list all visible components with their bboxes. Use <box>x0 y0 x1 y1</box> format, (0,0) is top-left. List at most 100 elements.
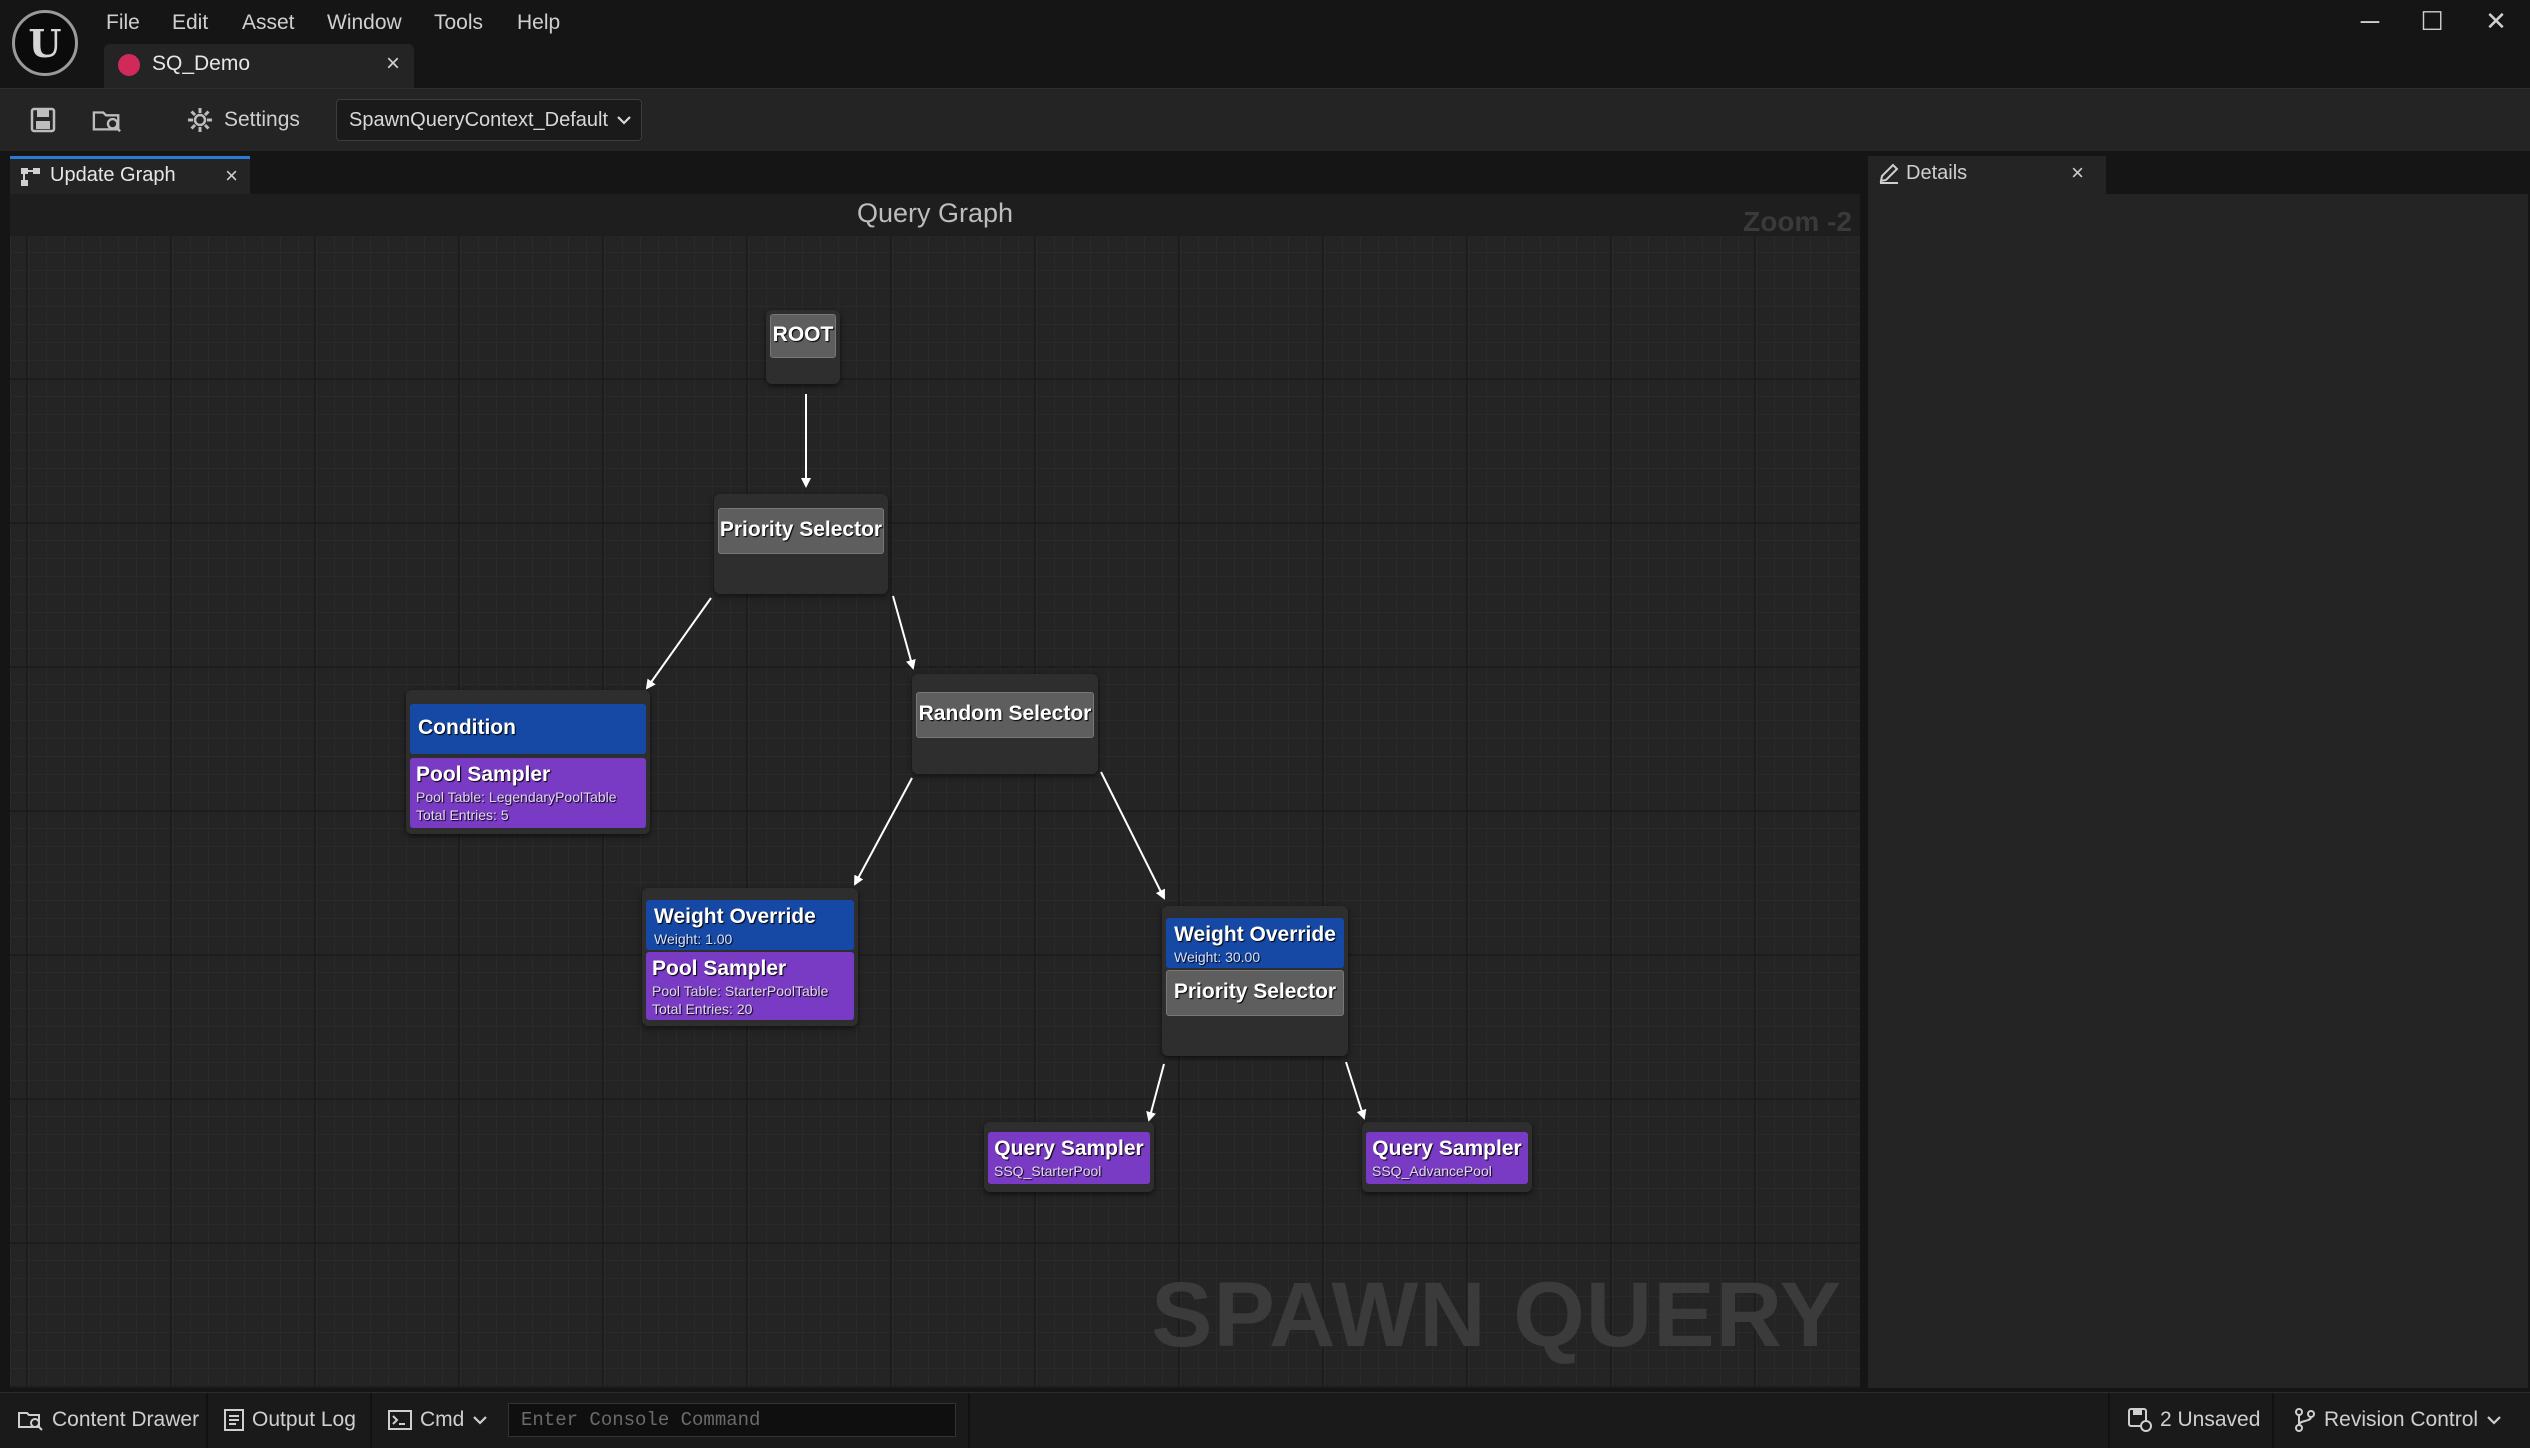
edge-random-weight1 <box>854 777 913 886</box>
divider <box>2272 1393 2274 1448</box>
content-drawer-button[interactable]: Content Drawer <box>18 1405 199 1435</box>
decorator-condition-title: Condition <box>418 716 516 739</box>
menu-tools[interactable]: Tools <box>434 11 484 34</box>
tab-details[interactable]: Details × <box>1868 156 2106 194</box>
graph-header: Query Graph Zoom -2 <box>10 194 1860 237</box>
query-sampler-advance: Query Sampler SSQ_AdvancePool <box>1366 1132 1528 1184</box>
unsaved-button[interactable]: 2 Unsaved <box>2128 1405 2260 1435</box>
decorator-weight-override-2: Weight Override Weight: 30.00 <box>1166 918 1344 968</box>
context-dropdown-value: SpawnQueryContext_Default <box>349 108 609 131</box>
zoom-level: Zoom -2 <box>1743 206 1852 237</box>
query-sampler-asset: SSQ_StarterPool <box>994 1163 1102 1179</box>
graph-icon <box>20 166 42 194</box>
graph-watermark: SPAWN QUERY <box>1151 1264 1842 1366</box>
node-priority-selector-2-title: Priority Selector <box>1166 970 1344 1016</box>
pool-table-label: Pool Table: StarterPoolTable <box>652 983 829 999</box>
divider <box>968 1393 970 1448</box>
content-drawer-label: Content Drawer <box>52 1408 200 1431</box>
edge-weight2-query1 <box>1146 1063 1165 1122</box>
pool-table-label: Pool Table: LegendaryPoolTable <box>416 789 617 805</box>
tab-update-graph[interactable]: Update Graph × <box>10 156 250 194</box>
terminal-icon <box>388 1410 412 1430</box>
pencil-icon <box>1878 162 1900 190</box>
menu-asset[interactable]: Asset <box>242 11 295 34</box>
edge-priority-random <box>892 595 916 670</box>
output-log-button[interactable]: Output Log <box>224 1405 356 1435</box>
output-log-icon <box>224 1409 244 1431</box>
output-log-label: Output Log <box>252 1408 356 1431</box>
node-random-selector-title: Random Selector <box>916 692 1094 738</box>
browse-content-icon[interactable] <box>92 105 122 135</box>
toolbar: Settings SpawnQueryContext_Default <box>0 88 2530 151</box>
console-command-input[interactable] <box>508 1403 956 1437</box>
node-query-sampler-starter[interactable]: Query Sampler SSQ_StarterPool <box>984 1122 1154 1192</box>
node-priority-selector[interactable]: Priority Selector <box>714 494 888 594</box>
asset-tab-label: SQ_Demo <box>152 52 251 75</box>
tab-update-graph-label: Update Graph <box>50 164 176 186</box>
minimize-icon[interactable]: ─ <box>2360 6 2380 36</box>
tab-details-label: Details <box>1906 162 1968 184</box>
branch-icon <box>2295 1408 2315 1432</box>
divider <box>206 1393 208 1448</box>
pool-sampler-title: Pool Sampler <box>652 957 787 980</box>
menu-window[interactable]: Window <box>327 11 402 34</box>
graph-canvas[interactable]: ROOT Priority Selector Condition Pool Sa… <box>10 234 1860 1388</box>
unreal-logo-icon[interactable]: U <box>12 10 78 76</box>
unsaved-count: 2 Unsaved <box>2160 1408 2261 1431</box>
pool-sampler-starter: Pool Sampler Pool Table: StarterPoolTabl… <box>646 952 854 1020</box>
edge-random-weight2 <box>1100 771 1165 900</box>
decorator-weight-override-title: Weight Override <box>1174 923 1336 946</box>
node-random-selector[interactable]: Random Selector <box>912 674 1098 774</box>
asset-tab[interactable]: SQ_Demo × <box>104 44 414 88</box>
node-weight-override-priority-selector[interactable]: Weight Override Weight: 30.00 Priority S… <box>1162 906 1348 1056</box>
tab-update-graph-close-icon[interactable]: × <box>225 163 238 188</box>
decorator-weight-value: Weight: 1.00 <box>654 931 733 947</box>
divider <box>370 1393 372 1448</box>
asset-type-icon <box>118 54 140 76</box>
details-panel <box>1868 194 2528 1388</box>
node-query-sampler-advance[interactable]: Query Sampler SSQ_AdvancePool <box>1362 1122 1532 1192</box>
pool-sampler-title: Pool Sampler <box>416 763 551 786</box>
asset-tab-close-icon[interactable]: × <box>385 50 400 77</box>
decorator-weight-value: Weight: 30.00 <box>1174 949 1261 965</box>
tab-details-close-icon[interactable]: × <box>2071 160 2084 185</box>
settings-button[interactable]: Settings <box>186 105 300 135</box>
query-sampler-starter: Query Sampler SSQ_StarterPool <box>988 1132 1150 1184</box>
revision-control-label: Revision Control <box>2324 1408 2479 1431</box>
query-sampler-title: Query Sampler <box>994 1137 1144 1160</box>
context-dropdown[interactable]: SpawnQueryContext_Default <box>336 99 642 141</box>
edge-weight2-query2 <box>1345 1061 1367 1120</box>
menu-help[interactable]: Help <box>517 11 561 34</box>
chevron-down-icon <box>2487 1416 2501 1425</box>
node-weight-override-pool-sampler[interactable]: Weight Override Weight: 1.00 Pool Sample… <box>642 888 858 1026</box>
decorator-weight-override-title: Weight Override <box>654 905 816 928</box>
save-icon[interactable] <box>28 105 58 135</box>
gear-icon <box>188 108 212 132</box>
decorator-weight-override-1: Weight Override Weight: 1.00 <box>646 900 854 950</box>
query-sampler-title: Query Sampler <box>1372 1137 1522 1160</box>
maximize-icon[interactable]: ☐ <box>2420 6 2444 36</box>
settings-label: Settings <box>224 108 300 131</box>
node-condition-pool-sampler[interactable]: Condition Pool Sampler Pool Table: Legen… <box>406 690 650 834</box>
chevron-down-icon <box>473 1416 488 1425</box>
cmd-label: Cmd <box>420 1408 465 1431</box>
cmd-dropdown[interactable]: Cmd <box>388 1405 488 1435</box>
menu-file[interactable]: File <box>106 11 140 34</box>
node-priority-selector-title: Priority Selector <box>718 508 884 554</box>
pool-sampler-legendary: Pool Sampler Pool Table: LegendaryPoolTa… <box>410 758 646 828</box>
close-window-icon[interactable]: ✕ <box>2485 6 2507 36</box>
decorator-condition: Condition <box>410 704 646 754</box>
graph-title: Query Graph <box>856 198 1014 228</box>
menu-edit[interactable]: Edit <box>172 11 209 34</box>
revision-control-button[interactable]: Revision Control <box>2294 1405 2502 1435</box>
edge-priority-condition <box>645 597 712 690</box>
divider <box>2108 1393 2110 1448</box>
total-entries-label: Total Entries: 5 <box>416 807 509 823</box>
unsaved-assets-icon <box>2128 1408 2152 1432</box>
content-drawer-icon <box>18 1412 43 1431</box>
title-bar: U File Edit Asset Window Tools Help SQ_D… <box>0 0 2530 88</box>
node-root-title: ROOT <box>770 314 836 358</box>
query-sampler-asset: SSQ_AdvancePool <box>1372 1163 1492 1179</box>
chevron-down-icon <box>617 116 631 125</box>
node-root[interactable]: ROOT <box>766 310 840 384</box>
